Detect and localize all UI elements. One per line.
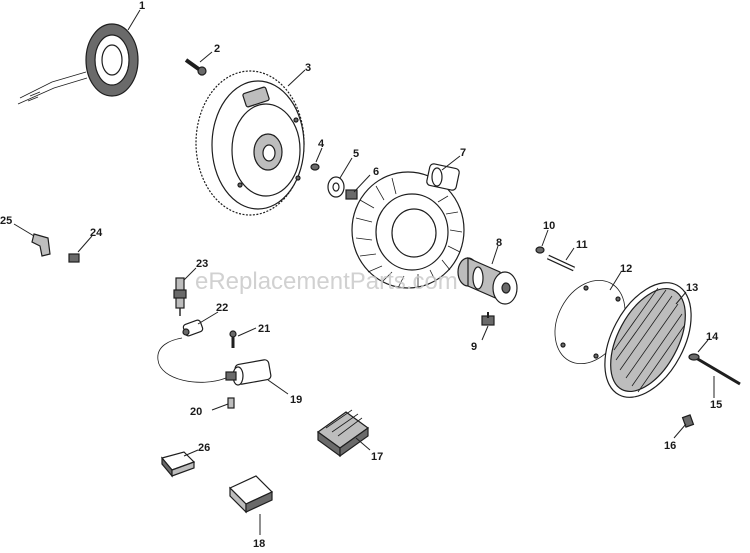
callout-20[interactable]: 20 <box>190 406 202 418</box>
part-fan[interactable] <box>351 163 465 289</box>
callout-4[interactable]: 4 <box>318 138 325 150</box>
callout-21[interactable]: 21 <box>258 323 270 335</box>
part-retainer[interactable] <box>535 246 545 254</box>
part-screen[interactable] <box>587 268 709 411</box>
callout-16[interactable]: 16 <box>664 440 676 452</box>
callout-8[interactable]: 8 <box>496 237 502 249</box>
part-clip-18[interactable] <box>228 475 274 514</box>
callout-12[interactable]: 12 <box>620 263 632 275</box>
callout-22[interactable]: 22 <box>216 302 228 314</box>
part-ignition-module[interactable] <box>157 337 272 386</box>
callout-18[interactable]: 18 <box>253 538 265 550</box>
callout-3[interactable]: 3 <box>305 62 311 74</box>
callout-1[interactable]: 1 <box>139 0 145 12</box>
leader-lines <box>13 9 715 535</box>
part-rectifier[interactable] <box>316 409 370 458</box>
part-flywheel[interactable] <box>195 70 305 216</box>
callout-23[interactable]: 23 <box>196 258 208 270</box>
part-pin[interactable] <box>546 254 576 272</box>
part-screw-9[interactable] <box>481 312 495 326</box>
part-nut[interactable] <box>345 189 358 200</box>
part-hub[interactable] <box>457 257 518 305</box>
callout-14[interactable]: 14 <box>706 331 719 343</box>
part-bolt[interactable] <box>688 353 741 386</box>
part-stator[interactable] <box>17 23 139 105</box>
part-set-screw[interactable] <box>681 414 695 428</box>
part-screw-24[interactable] <box>68 253 80 263</box>
watermark-text: eReplacementParts.com <box>195 268 458 295</box>
part-bracket[interactable] <box>31 233 51 257</box>
part-spacer-20[interactable] <box>227 397 235 409</box>
part-spark-plug[interactable] <box>173 277 187 316</box>
callout-2[interactable]: 2 <box>214 43 220 55</box>
part-washer[interactable] <box>327 176 345 198</box>
callout-26[interactable]: 26 <box>198 442 210 454</box>
callout-10[interactable]: 10 <box>543 220 555 232</box>
callout-15[interactable]: 15 <box>710 399 722 411</box>
part-screw-2[interactable] <box>184 58 207 76</box>
part-key[interactable] <box>310 163 320 171</box>
part-clip-26[interactable] <box>160 451 196 478</box>
callout-25[interactable]: 25 <box>0 215 12 227</box>
callout-11[interactable]: 11 <box>576 239 588 251</box>
callout-13[interactable]: 13 <box>686 282 698 294</box>
part-spark-plug-boot[interactable] <box>182 319 204 337</box>
callout-6[interactable]: 6 <box>373 166 379 178</box>
callout-numbers: 1 2 3 4 5 6 7 8 9 10 11 12 13 14 15 16 1… <box>0 0 722 550</box>
callout-19[interactable]: 19 <box>290 394 302 406</box>
callout-9[interactable]: 9 <box>471 341 477 353</box>
callout-7[interactable]: 7 <box>460 147 466 159</box>
part-screw-21[interactable] <box>229 330 237 348</box>
callout-24[interactable]: 24 <box>90 227 103 239</box>
callout-17[interactable]: 17 <box>371 451 383 463</box>
callout-5[interactable]: 5 <box>353 148 359 160</box>
